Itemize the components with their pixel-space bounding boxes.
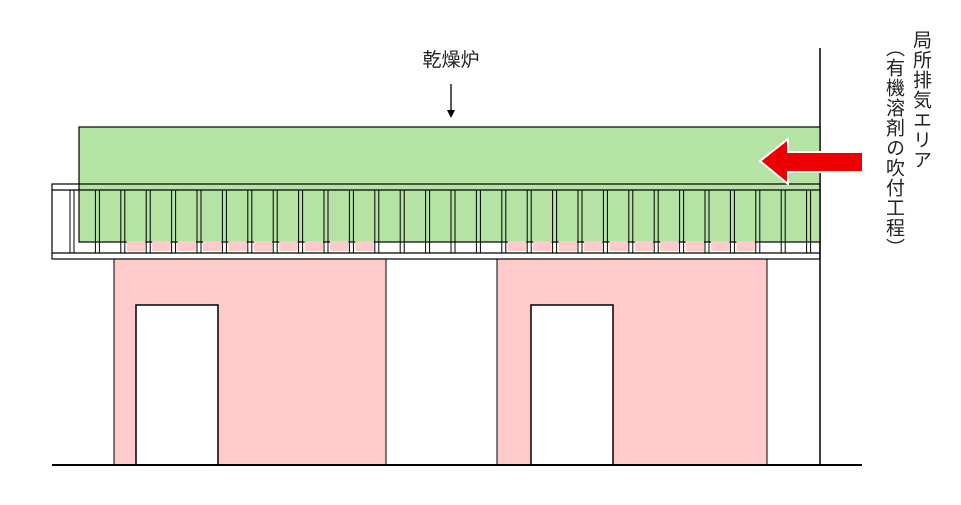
area-subtitle-label: （有機溶剤の吹付工程） xyxy=(883,38,905,258)
pink-strip xyxy=(355,241,374,251)
pink-strip xyxy=(558,241,577,251)
pink-strip xyxy=(711,241,730,251)
pink-strip xyxy=(609,241,628,251)
pink-strip xyxy=(330,241,349,251)
pink-strip xyxy=(685,241,704,251)
pink-strip xyxy=(253,241,273,251)
railing-frame xyxy=(51,183,821,260)
railing-balusters xyxy=(69,190,812,253)
exhaust-direction-arrow xyxy=(758,136,864,187)
pink-strip xyxy=(507,241,527,251)
door-left xyxy=(135,304,219,466)
pink-strip xyxy=(177,241,196,251)
dryer-label: 乾燥炉 xyxy=(422,49,479,71)
pink-strip xyxy=(126,241,146,251)
pink-strip xyxy=(584,241,603,251)
area-title-label: 局所排気エリア xyxy=(910,30,932,170)
dryer-pointer-arrowhead xyxy=(447,110,455,118)
pink-strips xyxy=(126,241,755,251)
pink-strip xyxy=(660,241,679,251)
pink-strip xyxy=(203,241,222,251)
pink-strip xyxy=(736,241,755,251)
pink-strip xyxy=(279,241,298,251)
pink-strip xyxy=(228,241,247,251)
door-right xyxy=(530,304,614,466)
pink-strip xyxy=(533,241,552,251)
pink-strip xyxy=(634,241,654,251)
pink-strip xyxy=(152,241,171,251)
pink-strip xyxy=(304,241,323,251)
